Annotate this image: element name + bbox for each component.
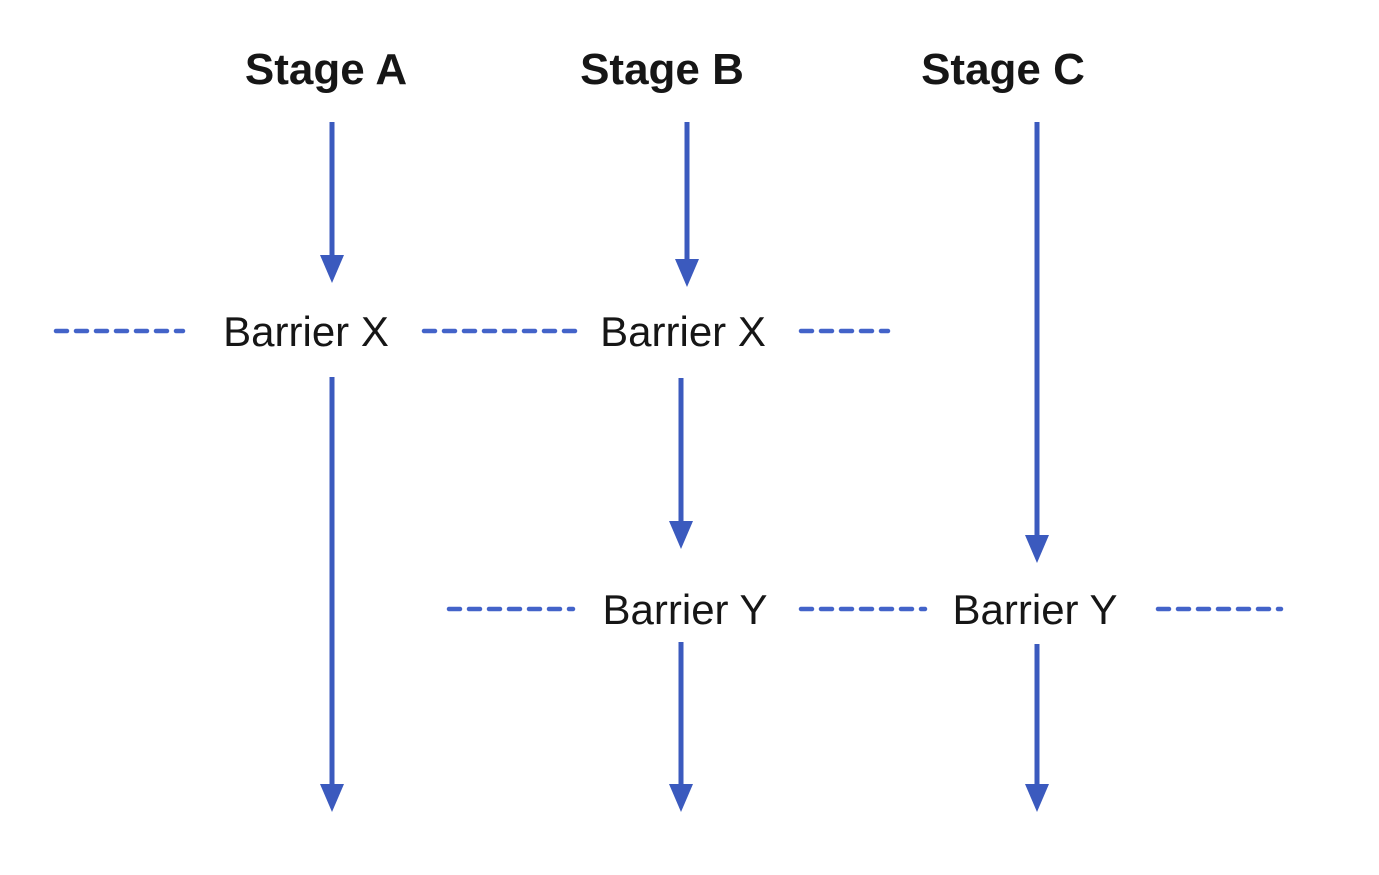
- arrow-head: [669, 521, 693, 549]
- stage-b-label: Stage B: [580, 45, 744, 94]
- barrier-y-label-2: Barrier Y: [953, 586, 1118, 633]
- arrow-head: [1025, 535, 1049, 563]
- stage-a-arrow-lower: [320, 377, 344, 812]
- stage-a-arrow-upper: [320, 122, 344, 283]
- arrow-head: [669, 784, 693, 812]
- stage-c-label: Stage C: [921, 45, 1085, 94]
- arrow-head: [320, 784, 344, 812]
- stage-a-label: Stage A: [245, 45, 407, 94]
- arrow-head: [1025, 784, 1049, 812]
- barrier-y-label-1: Barrier Y: [603, 586, 768, 633]
- stage-b-arrow-upper: [675, 122, 699, 287]
- stage-b-arrow-lower: [669, 642, 693, 812]
- stage-c-arrow-lower: [1025, 644, 1049, 812]
- arrow-head: [675, 259, 699, 287]
- stage-b-arrow-middle: [669, 378, 693, 549]
- barrier-x-label-2: Barrier X: [600, 308, 766, 355]
- stage-c-arrow-upper: [1025, 122, 1049, 563]
- arrow-head: [320, 255, 344, 283]
- barrier-x-label-1: Barrier X: [223, 308, 389, 355]
